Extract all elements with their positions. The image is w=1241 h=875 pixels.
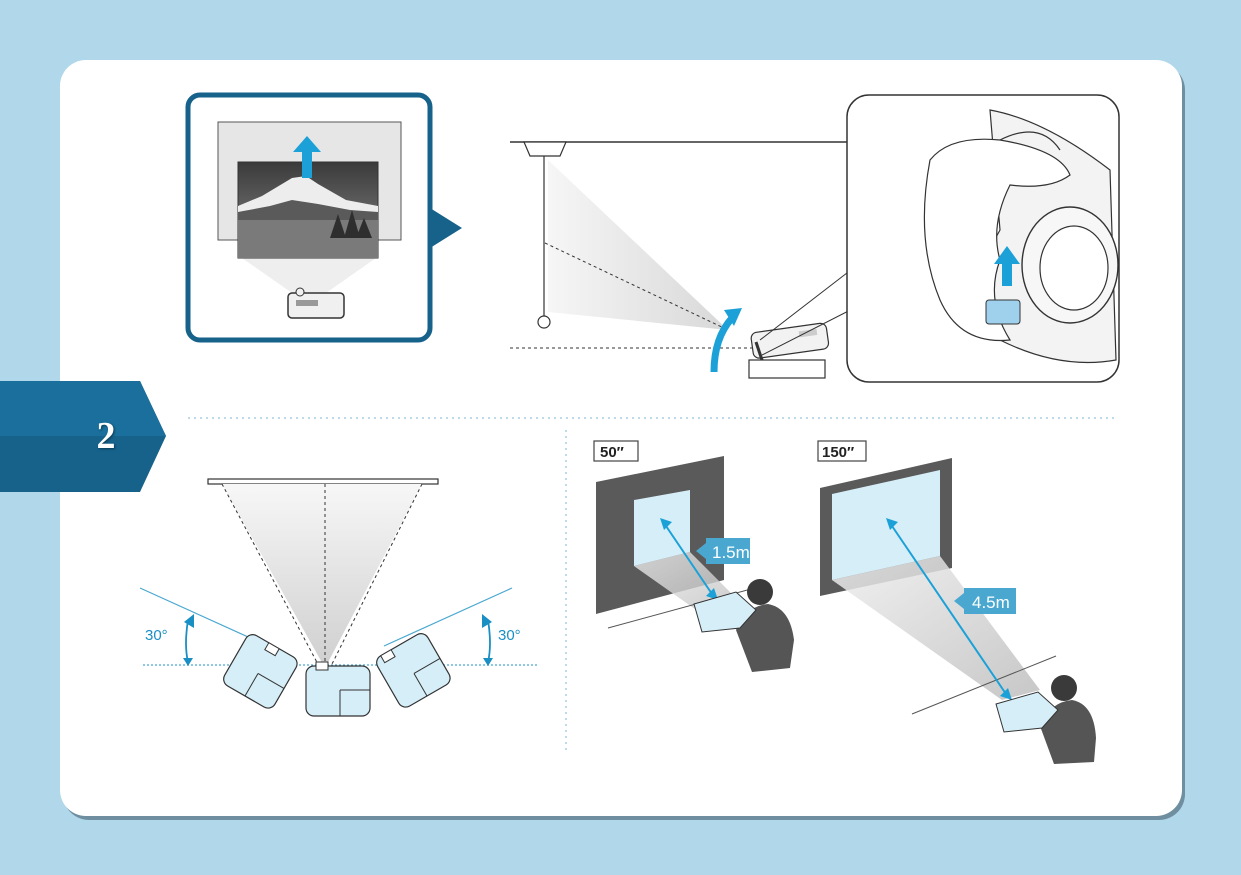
person-50 <box>736 579 794 672</box>
tilt-up-arrow-icon <box>724 308 742 326</box>
projector-icon <box>287 287 345 319</box>
projector-150 <box>995 691 1059 733</box>
left-angle-label: 30° <box>145 627 168 644</box>
projector-left <box>223 634 298 709</box>
next-arrow-icon <box>430 208 462 248</box>
person-150 <box>1040 675 1096 764</box>
distance-example-50: 50″ 1.5m <box>593 440 794 672</box>
size-label-150: 150″ <box>822 444 854 461</box>
tilt-diagram <box>510 141 871 379</box>
distance-label-50: 1.5m <box>712 543 750 562</box>
foot-adjust-inset <box>846 94 1120 383</box>
step-number: 2 <box>96 415 116 457</box>
size-label-50: 50″ <box>600 444 624 461</box>
right-angle-label: 30° <box>498 627 521 644</box>
shift-up-arrow-icon <box>293 136 321 178</box>
projector-center <box>305 661 371 717</box>
projector-right <box>376 633 451 708</box>
image-shift-inset <box>185 92 462 343</box>
foot-up-arrow-icon <box>994 246 1020 264</box>
distance-example-150: 150″ 4.5m <box>817 440 1096 764</box>
distance-label-150: 4.5m <box>972 593 1010 612</box>
step-tab <box>0 381 166 492</box>
projector-50 <box>693 591 757 633</box>
angle-diagram: 30° 30° <box>139 478 537 717</box>
